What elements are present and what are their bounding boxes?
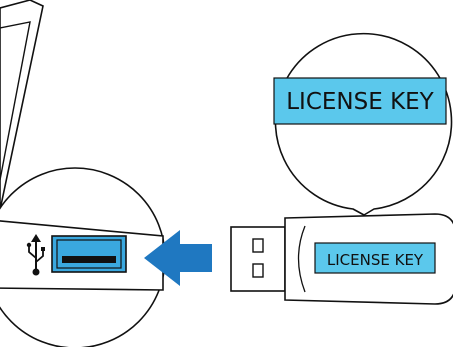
stick-label-text: LICENSE KEY — [327, 251, 424, 269]
laptop-screen — [0, 0, 44, 211]
zoom-label-text: LICENSE KEY — [286, 89, 434, 115]
port-zoom-circle — [0, 167, 166, 347]
usb-stick: LICENSE KEY — [230, 213, 453, 305]
usb-port — [51, 235, 127, 273]
label-zoom-circle: LICENSE KEY — [273, 32, 453, 216]
arrow-left-icon — [144, 230, 212, 286]
usb-icon — [26, 234, 45, 276]
